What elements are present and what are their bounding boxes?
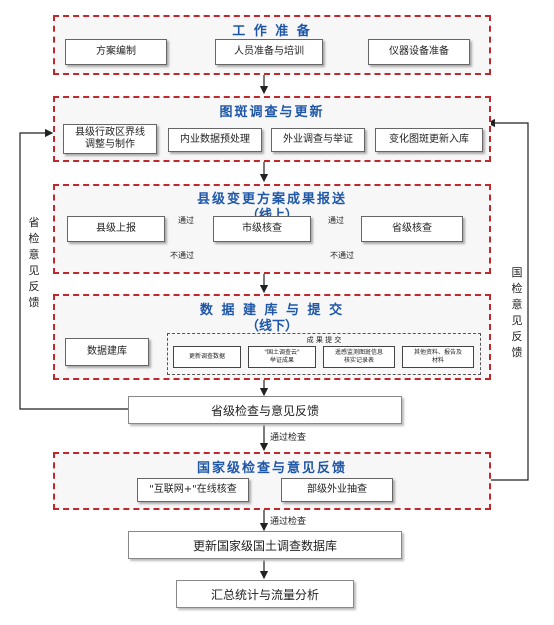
pass-label: 通过 <box>178 216 194 225</box>
field-spot-check-box: 部级外业抽查 <box>281 478 393 502</box>
pass-label: 通过 <box>328 216 344 225</box>
pass-check-label: 通过检查 <box>270 517 307 527</box>
parcel-update-box: 变化图斑更新入库 <box>375 128 483 152</box>
pass-check-label: 通过检查 <box>270 433 307 443</box>
stage-database-submission: 数 据 建 库 与 提 交 （线下） 数据建库 成 果 提 交 更新调查数据 "… <box>53 294 491 380</box>
province-check-box: 省级核查 <box>361 216 463 242</box>
fail-label: 不通过 <box>170 251 194 260</box>
remote-sensing-record-box: 遥感监测图斑信息 核实记录表 <box>323 346 395 368</box>
fail-label: 不通过 <box>330 251 354 260</box>
provincial-feedback-label: 省检意见反馈 <box>28 216 40 309</box>
stage-subtitle: （线下） <box>245 319 298 334</box>
online-check-box: "互联网+"在线核查 <box>137 478 249 502</box>
stage-national-check: 国家级检查与意见反馈 "互联网+"在线核查 部级外业抽查 <box>53 452 491 510</box>
stage-title: 国家级检查与意见反馈 <box>196 461 347 476</box>
national-feedback-label: 国检意见反馈 <box>511 266 523 359</box>
plan-compilation-box: 方案编制 <box>65 39 167 65</box>
survey-data-box: 更新调查数据 <box>173 346 241 368</box>
database-build-box: 数据建库 <box>65 338 149 366</box>
stage-work-preparation: 工 作 准 备 方案编制 人员准备与培训 仪器设备准备 <box>53 15 491 75</box>
stage-title: 县级变更方案成果报送 <box>196 192 347 207</box>
data-preprocessing-box: 内业数据预处理 <box>168 128 262 152</box>
summary-statistics-box: 汇总统计与流量分析 <box>176 580 354 608</box>
county-report-box: 县级上报 <box>67 216 165 242</box>
province-check-feedback-box: 省级检查与意见反馈 <box>128 396 402 424</box>
cloud-evidence-box: "国土调查云" 举证成果 <box>248 346 316 368</box>
update-national-database-box: 更新国家级国土调查数据库 <box>128 531 402 559</box>
stage-county-submission: 县级变更方案成果报送 （线上） 县级上报 市级核查 省级核查 <box>53 184 491 274</box>
submission-group: 成 果 提 交 更新调查数据 "国土调查云" 举证成果 遥感监测图斑信息 核实记… <box>167 333 481 375</box>
stage-title: 工 作 准 备 <box>232 24 312 39</box>
stage-parcel-survey-update: 图斑调查与更新 县级行政区界线 调整与制作 内业数据预处理 外业调查与举证 变化… <box>53 96 491 162</box>
staff-training-box: 人员准备与培训 <box>215 39 323 65</box>
equipment-preparation-box: 仪器设备准备 <box>368 39 470 65</box>
boundary-adjustment-box: 县级行政区界线 调整与制作 <box>63 124 157 154</box>
city-check-box: 市级核查 <box>213 216 311 242</box>
field-survey-box: 外业调查与举证 <box>271 128 365 152</box>
submission-title: 成 果 提 交 <box>306 336 342 344</box>
stage-title: 图斑调查与更新 <box>219 105 325 120</box>
other-materials-box: 其他资料、报告及 材料 <box>402 346 474 368</box>
stage-title: 数 据 建 库 与 提 交 <box>199 303 345 318</box>
